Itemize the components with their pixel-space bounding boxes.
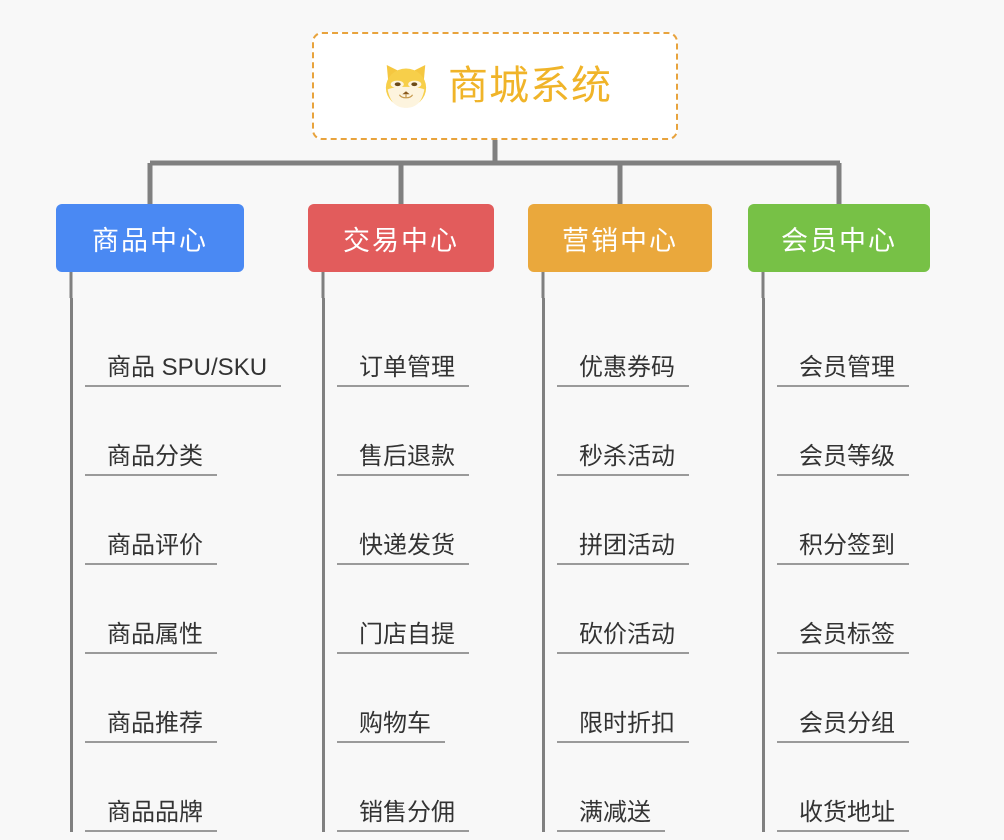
list-item-label: 商品 SPU/SKU [85, 354, 282, 387]
list-item-label: 商品属性 [85, 621, 217, 654]
list-item-label: 会员分组 [777, 710, 909, 743]
root-title: 商城系统 [448, 64, 612, 108]
branch-item-list-marketing: 优惠券码 秒杀活动 拼团活动 砍价活动 限时折扣 满减送 [542, 298, 712, 832]
list-item[interactable]: 售后退款 [337, 387, 494, 476]
list-item[interactable]: 商品推荐 [85, 654, 281, 743]
list-item[interactable]: 商品 SPU/SKU [85, 298, 282, 387]
list-item[interactable]: 会员等级 [777, 387, 930, 476]
list-item-label: 积分签到 [777, 532, 909, 565]
list-item-label: 门店自提 [337, 621, 469, 654]
list-item-label: 满减送 [557, 799, 665, 832]
list-item-label: 销售分佣 [337, 799, 469, 832]
list-item[interactable]: 购物车 [337, 654, 494, 743]
list-item-label: 拼团活动 [557, 532, 689, 565]
list-item-label: 收货地址 [777, 799, 909, 832]
list-item[interactable]: 秒杀活动 [557, 387, 712, 476]
list-item[interactable]: 商品属性 [85, 565, 281, 654]
list-item[interactable]: 门店自提 [337, 565, 494, 654]
list-item-label: 订单管理 [337, 354, 469, 387]
branch-header-marketing[interactable]: 营销中心 [528, 204, 712, 272]
list-item[interactable]: 满减送 [557, 743, 712, 832]
shiba-dog-face-icon [385, 65, 427, 108]
branch-column-member: 会员中心 会员管理 会员等级 积分签到 会员标签 会员分组 收货地址 [748, 204, 930, 832]
list-item[interactable]: 积分签到 [777, 476, 930, 565]
list-item-label: 售后退款 [337, 443, 469, 476]
branch-header-product[interactable]: 商品中心 [56, 204, 244, 272]
branch-item-list-member: 会员管理 会员等级 积分签到 会员标签 会员分组 收货地址 [762, 298, 930, 832]
list-item-label: 购物车 [337, 710, 445, 743]
list-item-label: 优惠券码 [557, 354, 689, 387]
list-item-label: 砍价活动 [557, 621, 689, 654]
branch-column-marketing: 营销中心 优惠券码 秒杀活动 拼团活动 砍价活动 限时折扣 满减送 [528, 204, 712, 832]
list-item-label: 商品分类 [85, 443, 217, 476]
list-item[interactable]: 拼团活动 [557, 476, 712, 565]
list-item-label: 秒杀活动 [557, 443, 689, 476]
list-item-label: 商品品牌 [85, 799, 217, 832]
list-item-label: 快递发货 [337, 532, 469, 565]
list-item[interactable]: 收货地址 [777, 743, 930, 832]
list-item-label: 商品评价 [85, 532, 217, 565]
branch-item-list-trade: 订单管理 售后退款 快递发货 门店自提 购物车 销售分佣 [322, 298, 494, 832]
branch-header-trade[interactable]: 交易中心 [308, 204, 494, 272]
list-item[interactable]: 会员标签 [777, 565, 930, 654]
list-item[interactable]: 商品分类 [85, 387, 281, 476]
list-item[interactable]: 会员分组 [777, 654, 930, 743]
list-item-label: 会员管理 [777, 354, 909, 387]
branch-column-trade: 交易中心 订单管理 售后退款 快递发货 门店自提 购物车 销售分佣 [308, 204, 494, 832]
list-item[interactable]: 会员管理 [777, 298, 930, 387]
branch-column-product: 商品中心 商品 SPU/SKU 商品分类 商品评价 商品属性 商品推荐 商品品牌 [56, 204, 282, 832]
list-item[interactable]: 快递发货 [337, 476, 494, 565]
list-item[interactable]: 订单管理 [337, 298, 494, 387]
list-item-label: 会员标签 [777, 621, 909, 654]
branch-header-member[interactable]: 会员中心 [748, 204, 930, 272]
list-item[interactable]: 商品评价 [85, 476, 281, 565]
branch-item-list-product: 商品 SPU/SKU 商品分类 商品评价 商品属性 商品推荐 商品品牌 [70, 298, 282, 832]
list-item-label: 商品推荐 [85, 710, 217, 743]
list-item-label: 限时折扣 [557, 710, 689, 743]
root-node[interactable]: 商城系统 [312, 32, 678, 140]
list-item[interactable]: 砍价活动 [557, 565, 712, 654]
list-item[interactable]: 优惠券码 [557, 298, 712, 387]
list-item[interactable]: 商品品牌 [85, 743, 281, 832]
list-item-label: 会员等级 [777, 443, 909, 476]
list-item[interactable]: 销售分佣 [337, 743, 494, 832]
list-item[interactable]: 限时折扣 [557, 654, 712, 743]
